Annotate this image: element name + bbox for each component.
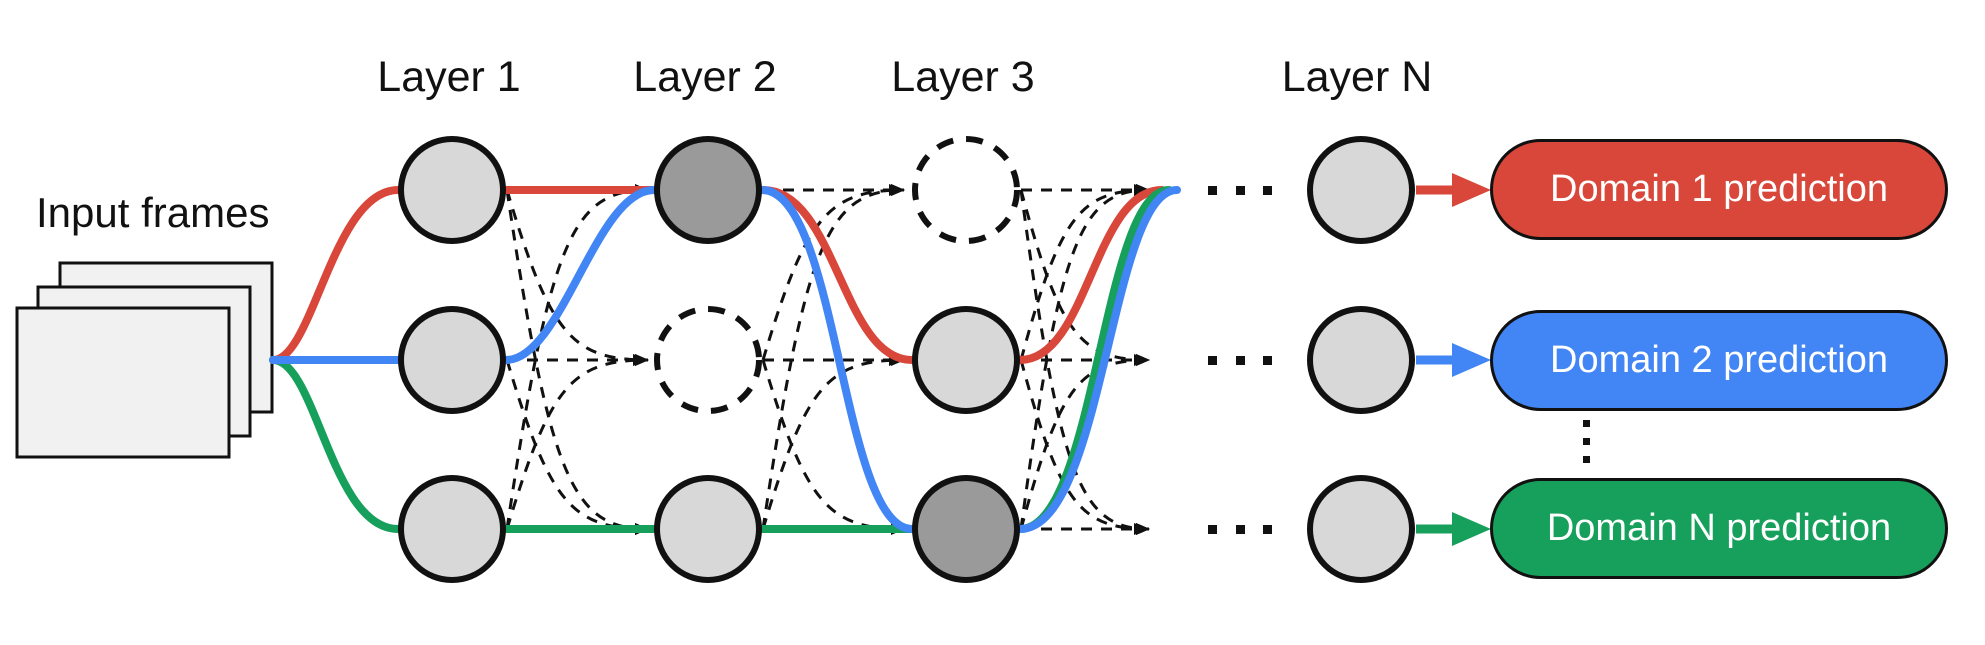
layer-2-label: Layer 2 [633, 53, 777, 101]
arrow-domain1 [1416, 173, 1491, 207]
node-layer2-top-selected [654, 136, 762, 244]
dashed-connections [505, 184, 1150, 535]
arrow-domain2 [1416, 343, 1491, 377]
ellipsis-dots-vertical [1583, 420, 1590, 463]
node-layerN-top [1307, 136, 1415, 244]
node-layer2-bottom [654, 475, 762, 583]
domain-1-prediction-label: Domain 1 prediction [1550, 168, 1888, 210]
route-domain2-blue [269, 186, 1181, 533]
layer-1-label: Layer 1 [377, 53, 521, 101]
ellipsis-dots-horizontal [1208, 186, 1272, 534]
output-arrows [1416, 173, 1491, 546]
input-frames-label: Input frames [36, 189, 270, 236]
node-layer2-middle-unused [654, 306, 762, 414]
node-layer3-bottom-selected [912, 475, 1020, 583]
layer-3-label: Layer 3 [891, 53, 1035, 101]
domain-2-prediction-pill: Domain 2 prediction [1490, 310, 1948, 411]
arrow-domainN [1416, 512, 1491, 546]
node-layerN-bottom [1307, 475, 1415, 583]
node-layer3-top-unused [912, 136, 1020, 244]
input-frames-stack [15, 261, 274, 459]
domain-2-prediction-label: Domain 2 prediction [1550, 339, 1888, 381]
node-layer1-bottom [398, 475, 506, 583]
domain-N-prediction-label: Domain N prediction [1546, 507, 1892, 549]
layer-N-label: Layer N [1281, 53, 1433, 101]
input-frame [15, 306, 231, 459]
route-domain1-red [269, 186, 1166, 364]
node-layer1-top [398, 136, 506, 244]
node-layerN-middle [1307, 306, 1415, 414]
domain-1-prediction-pill: Domain 1 prediction [1490, 139, 1948, 240]
node-layer3-middle [912, 306, 1020, 414]
node-layer1-middle [398, 306, 506, 414]
domain-N-prediction-pill: Domain N prediction [1490, 478, 1948, 579]
